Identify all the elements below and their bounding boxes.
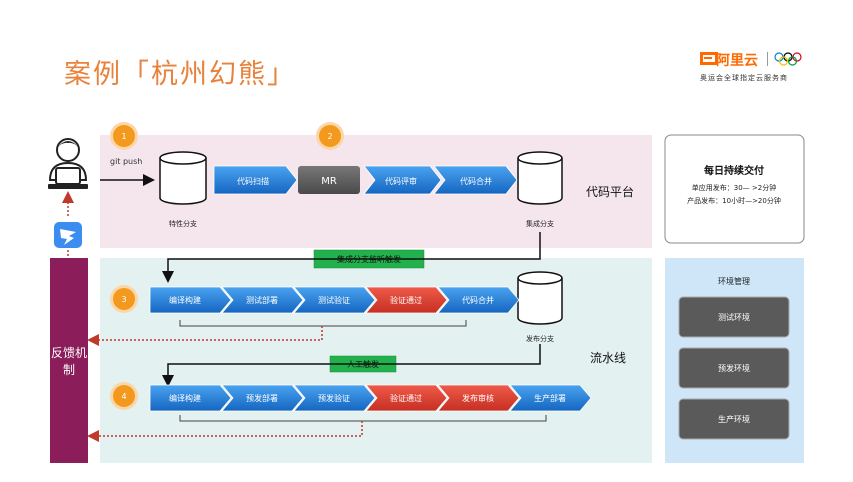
flow-step-label: 代码扫描	[237, 176, 269, 186]
row3-step-label: 验证通过	[390, 295, 422, 305]
row4-step-label: 预发验证	[318, 393, 350, 403]
feedback-label-1: 反馈机	[51, 346, 87, 360]
flow-step-label: 代码合并	[460, 176, 492, 186]
step-badge-number: 2	[327, 132, 332, 141]
daily-delivery-title: 每日持续交付	[704, 164, 764, 177]
row3-step	[437, 286, 520, 314]
env-title: 环境管理	[718, 276, 750, 286]
feature-branch-label: 特性分支	[169, 219, 197, 228]
step-badge-number: 4	[121, 392, 126, 401]
branch-cylinder	[159, 151, 207, 205]
release-to-row4-line	[162, 344, 541, 387]
daily-delivery-panel	[664, 134, 805, 244]
integration-branch-label: 集成分支	[526, 219, 554, 228]
logo-brand: 阿里云	[716, 53, 758, 69]
row3-step	[221, 286, 304, 314]
row4-step	[365, 384, 448, 412]
git-push-label: git push	[110, 157, 142, 166]
row4-step	[149, 384, 232, 412]
row4-step	[221, 384, 304, 412]
row4-step-label: 编译构建	[169, 393, 201, 403]
page-title: 案例「杭州幻熊」	[64, 59, 296, 90]
logo-mark-icon	[700, 52, 802, 66]
step-badge	[113, 288, 135, 310]
integration-to-pipeline-line	[162, 232, 541, 283]
flow-step-label: 代码评审	[385, 176, 417, 186]
flow-step-code-merge	[433, 165, 518, 195]
flow-step-code-review	[363, 165, 442, 195]
mr-box	[298, 166, 360, 194]
logo-tagline: 奥运会全球指定云服务商	[700, 74, 788, 82]
row3-step-label: 测试部署	[246, 295, 278, 305]
row3-step-label: 代码合并	[462, 295, 494, 305]
step-badge-number: 1	[121, 132, 126, 141]
release-branch-label: 发布分支	[526, 334, 554, 343]
row4-step	[437, 384, 520, 412]
row3-step	[365, 286, 448, 314]
env-item	[678, 398, 790, 440]
row4-step	[509, 384, 592, 412]
row3-step-label: 编译构建	[169, 295, 201, 305]
daily-delivery-line1: 单应用发布：30— >2分钟	[692, 183, 776, 192]
daily-delivery-line2: 产品发布：10小时—>20分钟	[687, 196, 781, 205]
flow-step-code-scan	[213, 165, 298, 195]
dingtalk-icon	[54, 222, 82, 248]
branch-cylinder	[517, 271, 563, 325]
row4-timeline	[179, 415, 547, 422]
step-badge	[113, 125, 135, 147]
row3-step	[293, 286, 376, 314]
code-platform-label: 代码平台	[586, 184, 634, 199]
branch-cylinder	[517, 151, 563, 205]
row4-step-label: 验证通过	[390, 393, 422, 403]
step-badge	[319, 125, 341, 147]
row4-step-label: 生产部署	[534, 393, 566, 403]
env-item	[678, 296, 790, 338]
mr-label: MR	[321, 176, 337, 187]
step-badge-number: 3	[121, 295, 126, 304]
feedback-bar	[50, 258, 88, 463]
feedback-label-2: 制	[63, 363, 75, 377]
row3-feedback-line	[87, 326, 323, 346]
developer-icon	[48, 138, 88, 189]
row4-feedback-line	[87, 421, 363, 442]
row3-step	[149, 286, 232, 314]
env-item	[678, 347, 790, 389]
row3-step-label: 测试验证	[318, 295, 350, 305]
pipeline-label: 流水线	[590, 351, 626, 365]
row4-step-label: 预发部署	[246, 393, 278, 403]
env-item-label: 生产环境	[718, 414, 750, 424]
row3-timeline	[179, 320, 467, 327]
alibaba-cloud-logo	[697, 49, 817, 89]
env-item-label: 预发环境	[718, 363, 750, 373]
step-badge	[113, 385, 135, 407]
row4-step	[293, 384, 376, 412]
row4-step-label: 发布审核	[462, 393, 494, 403]
env-item-label: 测试环境	[718, 312, 750, 322]
